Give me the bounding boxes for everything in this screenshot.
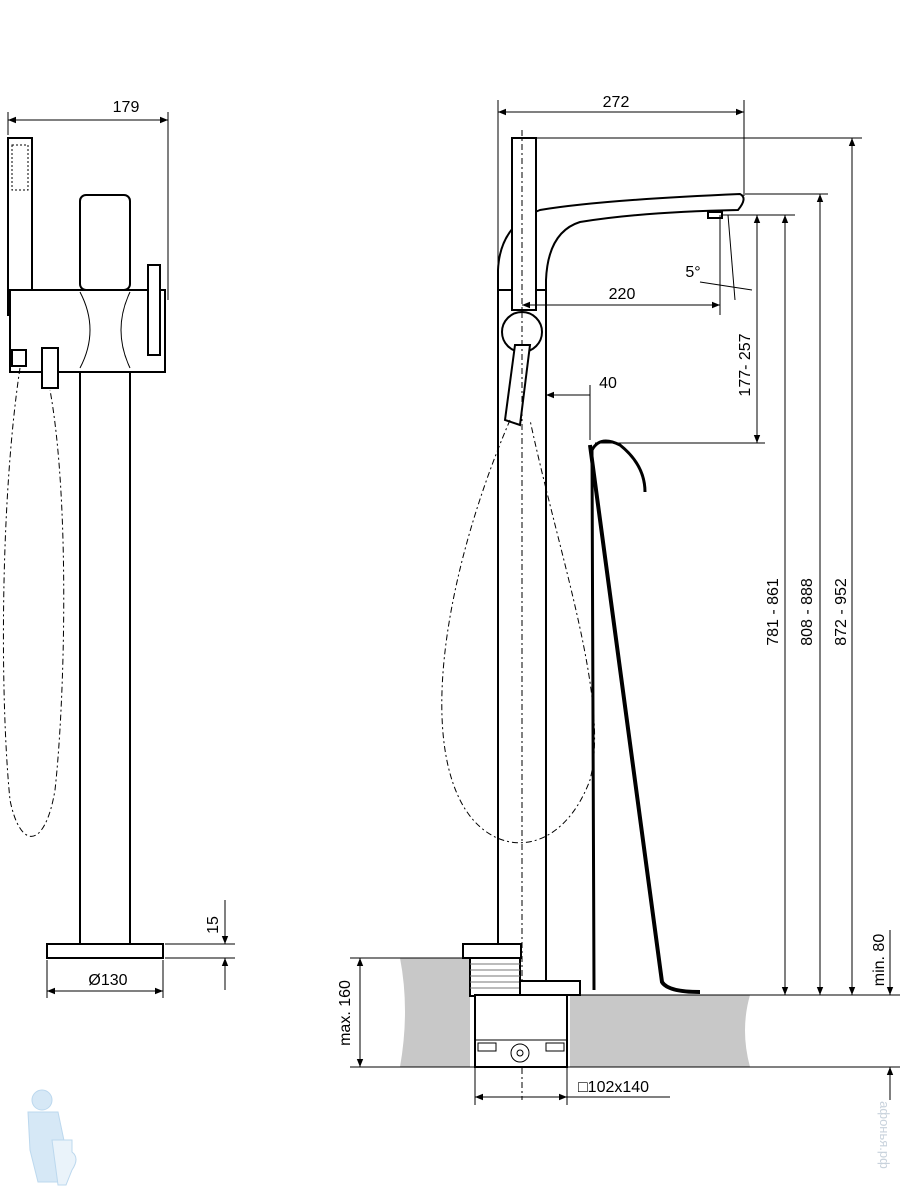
bathtub-rim xyxy=(588,444,701,994)
spout-reach-label: 220 xyxy=(609,286,636,303)
column xyxy=(79,371,131,945)
right-view: 272 220 5° 40 xyxy=(337,94,900,1105)
height-rim-label: 781 - 861 xyxy=(765,578,782,646)
plumber-logo xyxy=(27,1089,77,1186)
floor-left xyxy=(400,958,470,1067)
width-label: 179 xyxy=(113,99,140,116)
depth-label: 272 xyxy=(603,94,630,111)
base-plate xyxy=(46,943,164,959)
hand-shower xyxy=(511,137,537,311)
spout-head xyxy=(79,194,131,291)
floor-max-label: max. 160 xyxy=(337,980,354,1046)
hand-shower xyxy=(7,137,33,316)
rim-offset-label: 40 xyxy=(599,375,617,392)
base-thickness-label: 15 xyxy=(205,916,222,934)
box-size-label: □102x140 xyxy=(578,1079,649,1096)
left-view: 179 15 Ø130 xyxy=(2,99,235,998)
hose xyxy=(441,419,596,844)
hose xyxy=(2,367,65,837)
mixer-body xyxy=(9,289,166,373)
height-total-label: 872 - 952 xyxy=(833,578,850,646)
height-outlet-label: 808 - 888 xyxy=(799,578,816,646)
angle-label: 5° xyxy=(685,264,700,281)
spout-to-rim-label: 177- 257 xyxy=(737,333,754,396)
floor-min-label: min. 80 xyxy=(871,934,888,987)
installation-box xyxy=(474,994,568,1068)
watermark: афонья.рф xyxy=(877,1101,892,1169)
floor-right xyxy=(570,995,750,1067)
base-diameter-label: Ø130 xyxy=(88,972,127,989)
lever xyxy=(147,264,161,356)
